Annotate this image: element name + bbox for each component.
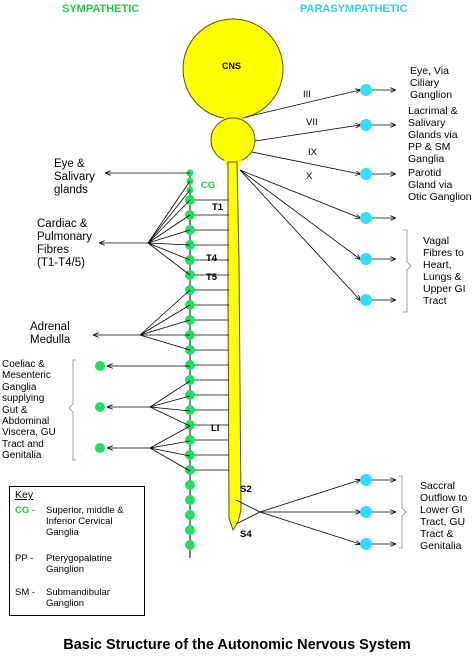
nerve-iii: III <box>303 89 311 100</box>
key-desc-sm: Submandibular Ganglion <box>46 587 110 609</box>
target-coeliac-mesenteric: Coeliac & Mesenteric Ganglia supplying G… <box>2 359 56 462</box>
sympathetic-ganglion <box>185 540 195 550</box>
target-eye-ciliary: Eye, Via Ciliary Ganglion <box>410 65 453 101</box>
nerve-x: X <box>306 171 313 182</box>
sympathetic-ganglion <box>185 465 195 475</box>
sympathetic-cardiac-fibres <box>100 180 191 276</box>
segment-s2: S2 <box>240 484 252 495</box>
target-adrenal-medulla: Adrenal Medulla <box>30 321 71 346</box>
segment-l1: LI <box>211 423 220 434</box>
key-desc-pp: Pterygopalatine Ganglion <box>46 553 113 575</box>
sympathetic-ganglion <box>185 495 195 505</box>
sympathetic-ganglion <box>185 420 195 430</box>
cns-label: CNS <box>222 61 242 71</box>
diagram-title: Basic Structure of the Autonomic Nervous… <box>63 637 411 653</box>
parasympathetic-header: PARASYMPATHETIC <box>300 3 408 15</box>
sympathetic-ganglion <box>185 450 195 460</box>
parasympathetic-sacral-ganglia <box>360 474 372 550</box>
nerve-vii: VII <box>306 117 318 128</box>
parasympathetic-cranial-fibres <box>239 90 395 300</box>
sympathetic-ganglion <box>185 480 195 490</box>
sympathetic-ganglion <box>185 360 195 370</box>
target-sacral-outflow: Saccral Outflow to Lower GI Tract, GU Tr… <box>420 480 468 552</box>
sympathetic-coeliac-fibres <box>108 366 191 472</box>
sympathetic-adrenal-fibres <box>94 289 191 351</box>
spinal-cord <box>227 161 242 532</box>
segment-t5: T5 <box>206 272 218 283</box>
cord-to-chain-links <box>190 199 229 471</box>
target-eye-salivary: Eye & Salivary glands <box>54 158 95 196</box>
coeliac-ganglia <box>95 361 105 453</box>
segment-t1: T1 <box>212 202 224 213</box>
sympathetic-ganglion <box>185 405 195 415</box>
target-lacrimal-salivary: Lacrimal & Salivary Glands via PP & SM G… <box>408 105 458 165</box>
sympathetic-ganglion <box>185 435 195 445</box>
sympathetic-ganglion <box>185 390 195 400</box>
key-desc-cg: Superior, middle & Inferior Cervical Gan… <box>46 505 124 538</box>
segment-t4: T4 <box>206 253 218 264</box>
target-cardiac-pulmonary: Cardiac & Pulmonary Fibres (T1-T4/5) <box>37 218 92 269</box>
segment-s4: S4 <box>240 529 252 540</box>
key-title: Key <box>15 489 34 501</box>
key-abbr-pp: PP - <box>15 553 34 564</box>
parasympathetic-sacral-fibres <box>235 480 395 544</box>
cns-structure <box>182 18 284 532</box>
sympathetic-ganglion <box>185 510 195 520</box>
key-abbr-cg: CG - <box>15 505 36 516</box>
target-vagal: Vagal Fibres to Heart, Lungs & Upper GI … <box>423 235 466 307</box>
sympathetic-eye-fibres <box>106 173 190 181</box>
sympathetic-header: SYMPATHETIC <box>62 3 140 15</box>
key-box: Key CG - Superior, middle & Inferior Cer… <box>9 486 145 616</box>
brackets <box>68 229 412 549</box>
cg-label: CG <box>201 180 216 191</box>
sympathetic-ganglion <box>185 525 195 535</box>
parasympathetic-cranial-ganglia <box>360 84 372 306</box>
target-parotid: Parotid Gland via Otic Ganglion <box>408 167 472 203</box>
key-abbr-sm: SM - <box>15 587 36 598</box>
nerve-ix: IX <box>308 147 317 158</box>
